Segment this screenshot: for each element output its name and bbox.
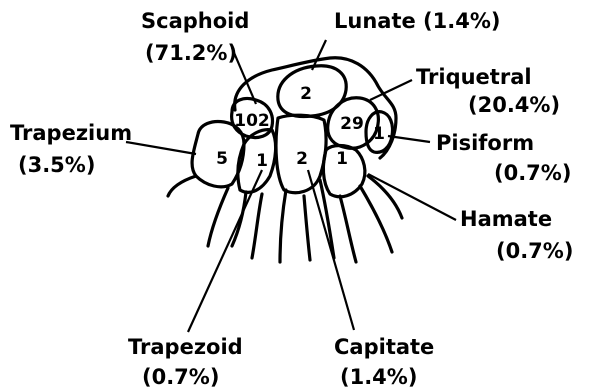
lunate-count: 2 xyxy=(300,84,312,104)
scaphoid-percent: (71.2%) xyxy=(145,41,237,65)
lunate-label: Lunate (1.4%) xyxy=(334,9,500,33)
triquetral-percent: (20.4%) xyxy=(468,93,560,117)
scaphoid-count: 102 xyxy=(234,111,270,131)
trapezium-percent: (3.5%) xyxy=(18,153,95,177)
trapezium-count: 5 xyxy=(216,149,228,169)
pisiform-leader xyxy=(388,136,430,142)
triquetral-count: 29 xyxy=(340,114,364,134)
bone-outlines xyxy=(168,58,402,262)
capitate-label: Capitate xyxy=(334,335,434,359)
metacarpal-lines xyxy=(168,176,402,262)
hamate-count: 1 xyxy=(336,149,348,169)
trapezoid-percent: (0.7%) xyxy=(142,365,219,389)
trapezoid-label: Trapezoid xyxy=(128,335,243,359)
triquetral-label: Triquetral xyxy=(416,65,532,89)
scaphoid-outline xyxy=(235,58,396,158)
capitate-percent: (1.4%) xyxy=(340,365,417,389)
hamate-label: Hamate xyxy=(460,207,552,231)
trapezium-leader xyxy=(126,142,196,154)
pisiform-label: Pisiform xyxy=(436,131,534,155)
pisiform-percent: (0.7%) xyxy=(494,161,571,185)
hamate-leader xyxy=(368,174,456,220)
scaphoid-label: Scaphoid xyxy=(141,9,249,33)
pisiform-count: 1 xyxy=(373,124,385,144)
capitate-count: 2 xyxy=(296,149,308,169)
trapezoid-count: 1 xyxy=(256,151,268,171)
trapezium-label: Trapezium xyxy=(10,121,132,145)
hamate-percent: (0.7%) xyxy=(496,239,573,263)
